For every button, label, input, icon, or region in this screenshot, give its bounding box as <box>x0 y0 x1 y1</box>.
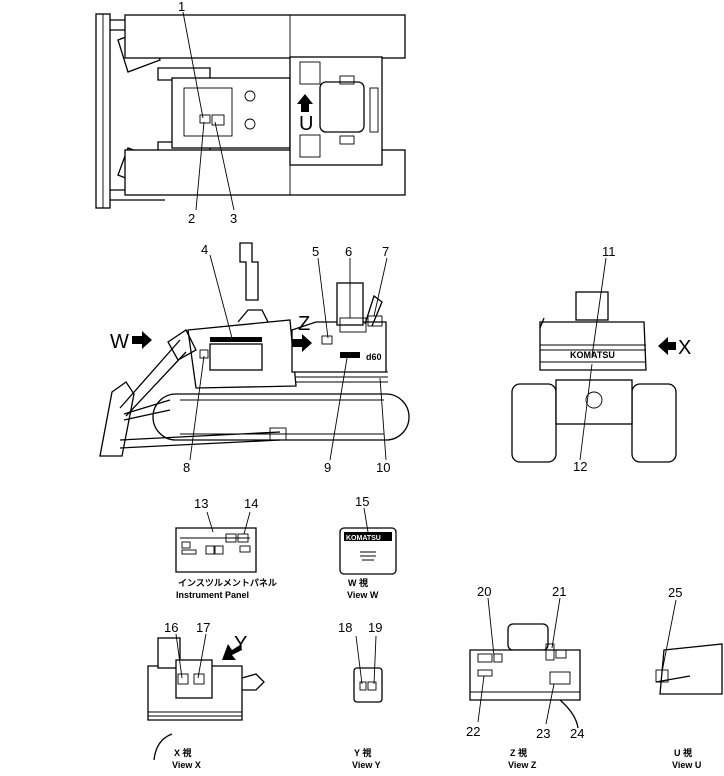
callout-7: 7 <box>382 244 389 259</box>
caption-w-jp: W 視 <box>348 577 368 588</box>
view-z: Z 視 View Z <box>469 597 581 770</box>
caption-x-en: View X <box>172 760 201 770</box>
callout-1: 1 <box>178 0 185 14</box>
callout-16: 16 <box>164 620 178 635</box>
callout-21: 21 <box>552 584 566 599</box>
callout-12: 12 <box>573 459 587 474</box>
view-y-letter: Y <box>234 633 247 655</box>
caption-instrument-en: Instrument Panel <box>176 590 249 600</box>
callout-17: 17 <box>196 620 210 635</box>
view-w-letter: W <box>110 331 129 353</box>
caption-w-en: View W <box>347 590 379 600</box>
caption-u-en: View U <box>672 760 701 770</box>
caption-y-en: View Y <box>352 760 381 770</box>
caption-y-jp: Y 視 <box>354 747 371 758</box>
caption-instrument-jp: インスツルメントパネル <box>178 577 277 588</box>
view-x: Y X 視 View X <box>147 633 265 770</box>
side-badge-text: d60 <box>366 352 382 362</box>
caption-u-jp: U 視 <box>674 747 692 758</box>
callout-19: 19 <box>368 620 382 635</box>
caption-z-jp: Z 視 <box>510 747 527 758</box>
view-u-letter: U <box>299 113 313 135</box>
callout-11: 11 <box>602 244 616 259</box>
callout-20: 20 <box>477 584 491 599</box>
callout-25: 25 <box>668 585 682 600</box>
view-x-letter: X <box>678 337 691 359</box>
callout-24: 24 <box>570 726 584 741</box>
instrument-panel-view: インスツルメントパネル Instrument Panel <box>175 511 277 600</box>
callout-8: 8 <box>183 460 190 475</box>
callout-18: 18 <box>338 620 352 635</box>
callout-14: 14 <box>244 496 258 511</box>
callout-9: 9 <box>324 460 331 475</box>
caption-x-jp: X 視 <box>174 747 192 758</box>
rear-view: KOMATSU X <box>511 257 691 463</box>
view-w: KOMATSU W 視 View W <box>339 507 397 600</box>
callout-5: 5 <box>312 244 319 259</box>
callout-6: 6 <box>345 244 352 259</box>
view-z-letter: Z <box>298 313 310 335</box>
callout-4: 4 <box>201 242 208 257</box>
callout-15: 15 <box>355 494 369 509</box>
w-plate-komatsu: KOMATSU <box>346 535 381 542</box>
caption-z-en: View Z <box>508 760 537 770</box>
callout-22: 22 <box>466 724 480 739</box>
callout-2: 2 <box>188 211 195 226</box>
side-view: d60 W Z <box>99 242 410 461</box>
top-view: U <box>95 11 406 211</box>
callout-23: 23 <box>536 726 550 741</box>
callout-10: 10 <box>376 460 390 475</box>
view-y: Y 視 View Y <box>352 635 383 770</box>
view-u: U 視 View U <box>655 599 723 770</box>
callout-13: 13 <box>194 496 208 511</box>
callout-3: 3 <box>230 211 237 226</box>
